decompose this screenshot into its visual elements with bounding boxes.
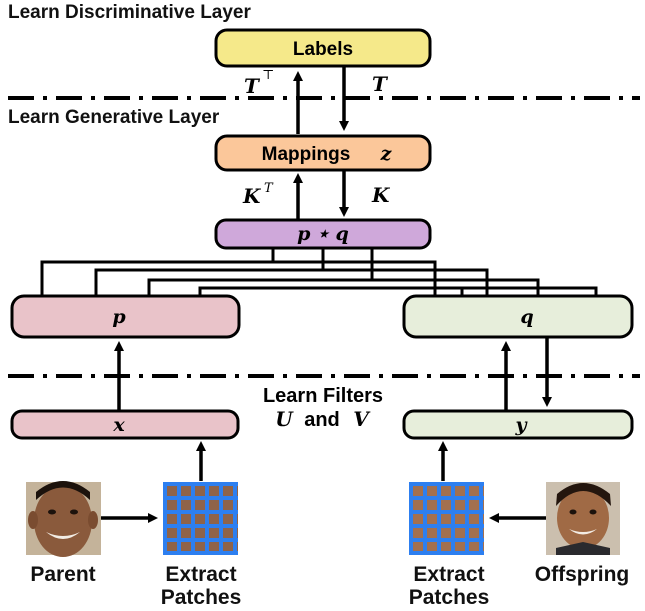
parent-face-image <box>26 481 101 557</box>
x-box-text: x <box>112 414 125 436</box>
section-title-discriminative: Learn Discriminative Layer <box>8 2 251 23</box>
label-k-transpose: K <box>242 184 262 208</box>
p-box: p <box>10 294 241 339</box>
mappings-box-var: z <box>380 143 393 165</box>
labels-box-text: Labels <box>293 39 353 60</box>
caption-extract-right-1: Extract <box>413 563 484 586</box>
filters-label-u: U <box>275 407 294 431</box>
caption-extract-left-2: Patches <box>161 586 242 609</box>
label-t-transpose-sup: ⊤ <box>262 68 274 83</box>
y-box: y <box>402 409 634 440</box>
caption-extract-right-2: Patches <box>409 586 490 609</box>
extract-patches-right-image <box>409 482 484 555</box>
extract-patches-left-image <box>163 482 238 555</box>
pq-box: p ⋆ q <box>214 218 432 250</box>
x-box: x <box>10 409 240 440</box>
label-k-transpose-sup: T <box>264 181 274 196</box>
y-box-text: y <box>514 414 528 436</box>
label-k: K <box>371 183 391 207</box>
section-title-generative: Learn Generative Layer <box>8 107 220 128</box>
offspring-face-image <box>546 482 620 555</box>
caption-parent: Parent <box>30 563 95 586</box>
labels-box: Labels <box>214 28 432 68</box>
filters-label-line1: Learn Filters <box>263 385 383 407</box>
caption-extract-left-1: Extract <box>165 563 236 586</box>
pq-box-text: p ⋆ q <box>297 223 349 245</box>
q-box: q <box>402 294 634 339</box>
filters-label-and: and <box>304 409 340 431</box>
p-box-text: p <box>112 306 126 328</box>
q-box-text: q <box>520 306 533 328</box>
pq-connections <box>40 248 598 296</box>
mappings-box-text: Mappings <box>262 144 351 165</box>
label-t: T <box>372 72 389 96</box>
mappings-box: Mappings z <box>214 134 432 172</box>
label-t-transpose: T <box>244 74 261 98</box>
filters-label-v: V <box>353 407 371 431</box>
caption-offspring: Offspring <box>535 563 630 586</box>
